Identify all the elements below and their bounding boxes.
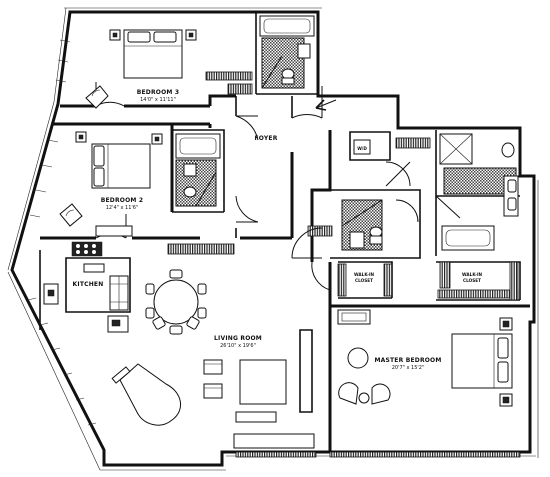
exterior-walls bbox=[7, 7, 539, 471]
foyer-label: FOYER bbox=[254, 135, 277, 142]
master-bathroom bbox=[435, 133, 519, 251]
wd-label: W/D bbox=[357, 146, 367, 151]
walk-in-closet-2-line2: CLOSET bbox=[463, 278, 481, 283]
bathroom-3 bbox=[341, 199, 383, 251]
bathroom-2 bbox=[175, 133, 221, 207]
master-bedroom-label: MASTER BEDROOM bbox=[374, 357, 441, 364]
walk-in-closet-2-line1: WALK-IN bbox=[462, 272, 483, 277]
kitchen-label: KITCHEN bbox=[73, 281, 104, 288]
walk-in-closet-1-line2: CLOSET bbox=[355, 278, 373, 283]
living-room-dims: 26'10" x 19'6" bbox=[220, 343, 256, 349]
bedroom-2-furniture bbox=[59, 131, 163, 237]
washer-dryer bbox=[353, 139, 371, 155]
bedroom-2-dims: 12'4" x 11'6" bbox=[106, 205, 139, 211]
room-labels: BEDROOM 3 14'0" x 11'11" BEDROOM 2 12'4"… bbox=[73, 89, 483, 371]
bedroom-3-furniture bbox=[85, 29, 197, 109]
entry-arrow-icon bbox=[315, 99, 337, 111]
living-room-label: LIVING ROOM bbox=[214, 335, 262, 342]
bedroom-3-label: BEDROOM 3 bbox=[137, 89, 180, 96]
bathroom-1 bbox=[259, 15, 315, 89]
master-bedroom-furniture bbox=[337, 309, 513, 407]
walk-in-closet-1-line1: WALK-IN bbox=[354, 272, 375, 277]
kitchen-fixtures bbox=[43, 241, 129, 333]
bedroom-3-dims: 14'0" x 11'11" bbox=[140, 97, 176, 103]
living-room-furniture bbox=[111, 269, 315, 449]
bedroom-2-label: BEDROOM 2 bbox=[101, 197, 144, 204]
master-bedroom-dims: 20'7" x 15'2" bbox=[392, 365, 425, 371]
